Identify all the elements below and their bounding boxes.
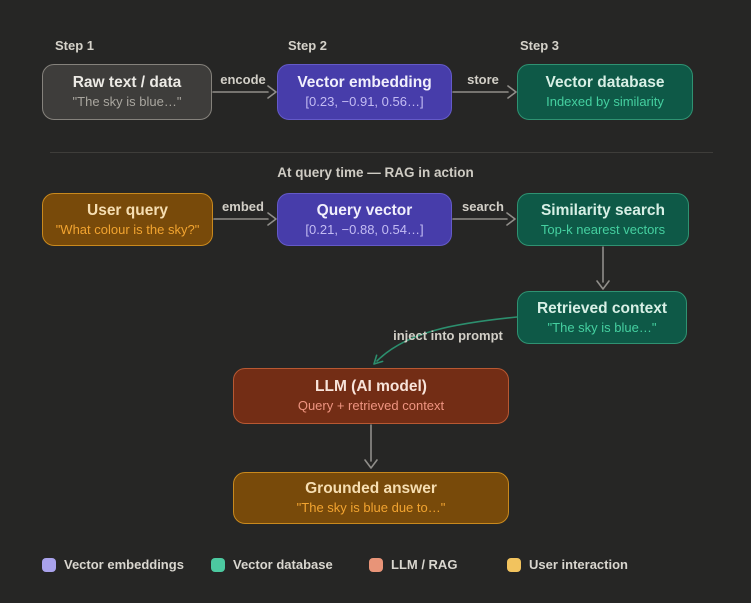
node-subtitle: Indexed by similarity	[546, 94, 664, 110]
section-divider	[50, 152, 713, 153]
encode-arrowhead-icon	[267, 85, 277, 99]
step-3-label: Step 3	[520, 38, 560, 53]
step-1-label: Step 1	[55, 38, 95, 53]
legend-item-vector-embeddings: Vector embeddings	[42, 557, 184, 572]
node-title: User query	[87, 201, 168, 219]
legend-label: Vector embeddings	[64, 557, 184, 572]
embed-edge-label: embed	[222, 199, 264, 214]
node-subtitle: Query + retrieved context	[297, 398, 445, 414]
node-subtitle: Top-k nearest vectors	[540, 221, 666, 237]
legend-label: Vector database	[233, 557, 333, 572]
node-title: Grounded answer	[305, 480, 437, 498]
node-retrieved-context: Retrieved context "The sky is blue…"	[517, 291, 687, 344]
legend-swatch-salmon	[369, 557, 383, 572]
store-edge-label: store	[467, 72, 499, 87]
legend-item-llm-rag: LLM / RAG	[369, 557, 457, 572]
node-similarity-search: Similarity search Top-k nearest vectors	[517, 193, 689, 246]
node-title: Retrieved context	[536, 299, 668, 317]
node-title: Vector database	[545, 74, 665, 92]
store-arrowhead-icon	[507, 85, 517, 99]
node-subtitle: "The sky is blue due to…"	[296, 500, 446, 516]
node-title: Raw text / data	[72, 74, 182, 92]
node-title: Vector embedding	[297, 74, 432, 92]
legend-item-vector-database: Vector database	[211, 557, 333, 572]
search-arrowhead-icon	[506, 212, 516, 226]
node-subtitle: "The sky is blue…"	[547, 319, 657, 335]
legend-swatch-green	[211, 557, 225, 572]
node-subtitle: "What colour is the sky?"	[55, 221, 200, 237]
embed-arrowhead-icon	[267, 212, 277, 226]
step-2-label: Step 2	[288, 38, 328, 53]
inject-into-prompt-label: inject into prompt	[393, 328, 503, 343]
legend-swatch-amber	[507, 557, 521, 572]
legend-label: LLM / RAG	[391, 557, 458, 572]
query-section-heading: At query time — RAG in action	[277, 165, 474, 180]
inject-into-prompt-arrow	[376, 316, 518, 362]
node-title: Query vector	[316, 201, 413, 219]
node-vector-database: Vector database Indexed by similarity	[517, 64, 693, 120]
legend-item-user-interaction: User interaction	[507, 557, 628, 572]
node-grounded-answer: Grounded answer "The sky is blue due to……	[233, 472, 509, 524]
down-arrowhead-icon	[596, 280, 610, 290]
node-title: LLM (AI model)	[315, 378, 427, 396]
down-arrowhead-icon	[364, 459, 378, 469]
legend-label: User interaction	[529, 557, 628, 572]
node-llm: LLM (AI model) Query + retrieved context	[233, 368, 509, 424]
node-raw-text: Raw text / data "The sky is blue…"	[42, 64, 212, 120]
node-subtitle: [0.23, −0.91, 0.56…]	[305, 94, 424, 110]
legend-swatch-purple	[42, 557, 56, 572]
node-query-vector: Query vector [0.21, −0.88, 0.54…]	[277, 193, 452, 246]
encode-edge-label: encode	[220, 72, 266, 87]
node-vector-embedding: Vector embedding [0.23, −0.91, 0.56…]	[277, 64, 452, 120]
inject-arrowhead-icon	[373, 354, 384, 365]
node-user-query: User query "What colour is the sky?"	[42, 193, 213, 246]
node-subtitle: "The sky is blue…"	[72, 94, 182, 110]
search-edge-label: search	[462, 199, 504, 214]
node-title: Similarity search	[540, 201, 666, 219]
node-subtitle: [0.21, −0.88, 0.54…]	[305, 221, 424, 237]
